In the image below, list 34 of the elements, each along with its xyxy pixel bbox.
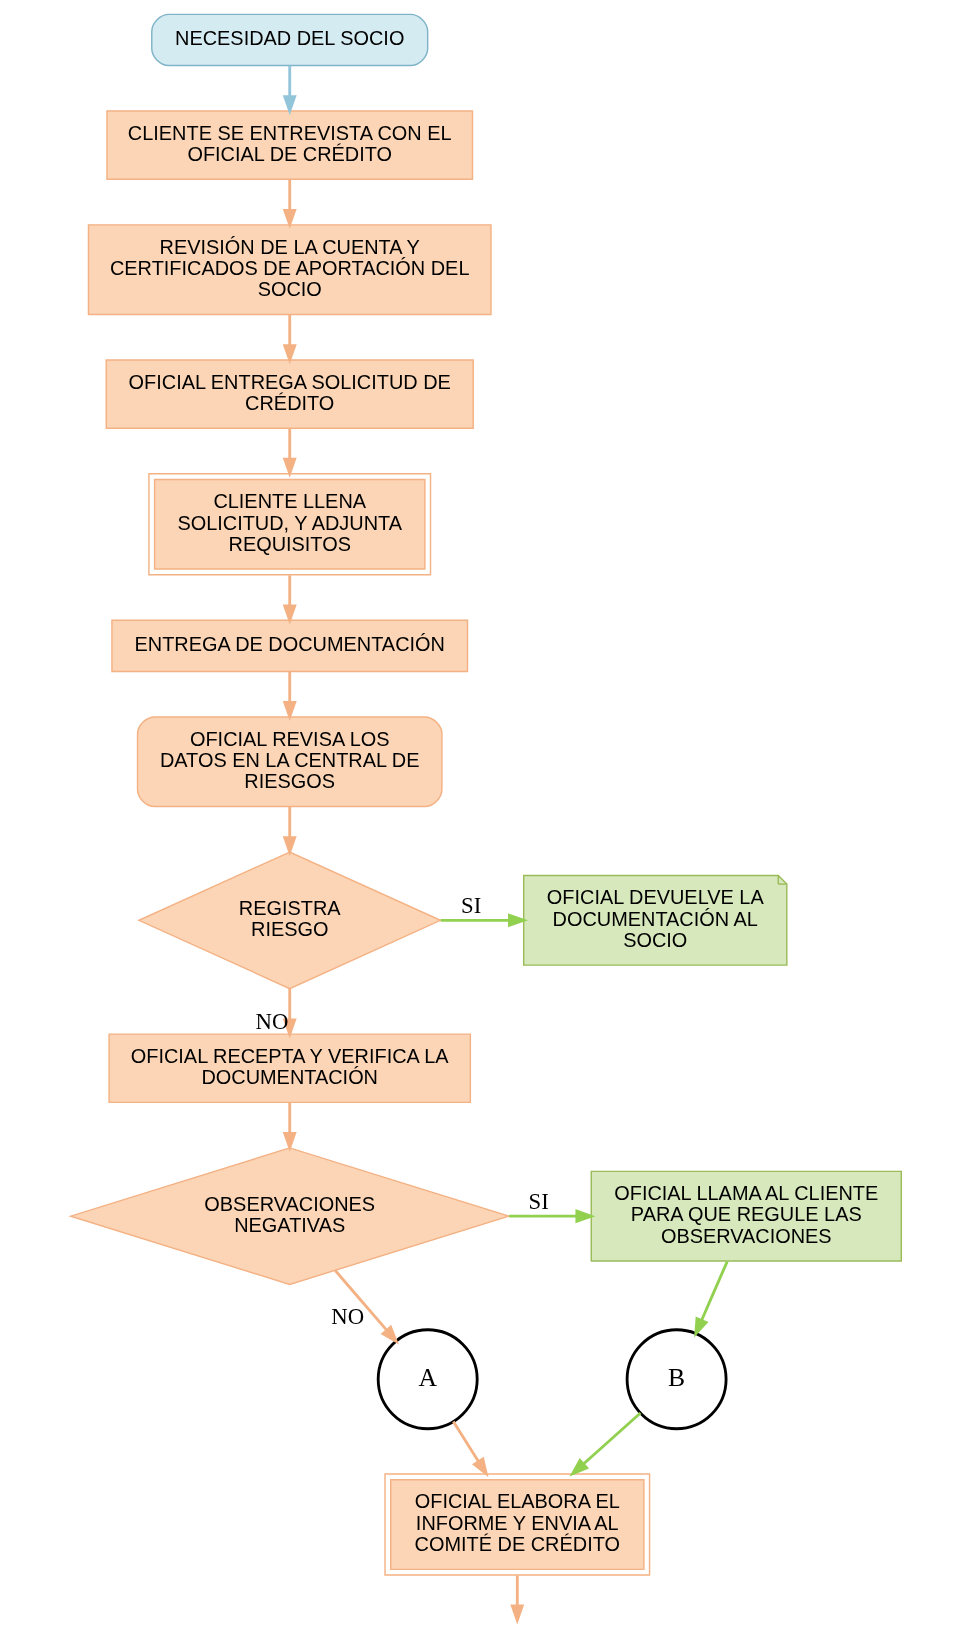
arrow (440, 913, 528, 928)
arrow (282, 314, 297, 365)
arrow (282, 428, 297, 478)
node-diamond: REGISTRA RIESGO (136, 851, 442, 990)
node-box: OFICIAL RECEPTA Y VERIFICA LA DOCUMENTACIÓN (107, 1033, 471, 1104)
arrow (333, 1269, 399, 1345)
arrow (282, 179, 297, 229)
arrow (693, 1260, 729, 1338)
node-box: CLIENTE SE ENTREVISTA CON EL OFICIAL DE CRÉDITO (105, 110, 473, 181)
node-box: OFICIAL REVISA LOS DATOS EN LA CENTRAL DE RIESGOS (136, 716, 443, 808)
arrow (282, 1102, 297, 1152)
arrow (282, 671, 297, 721)
node-circle: B (625, 1328, 727, 1431)
arrow (568, 1411, 641, 1477)
edge-label: SI (528, 1188, 549, 1214)
node-box: REVISIÓN DE LA CUENTA Y CERTIFICADOS DE APORTACIÓN DEL SOCIO (87, 224, 492, 316)
arrow (282, 988, 297, 1039)
arrow (282, 575, 297, 625)
edge-label: NO (330, 1303, 364, 1329)
arrow (282, 65, 297, 116)
node-box: OFICIAL LLAMA AL CLIENTE PARA QUE REGULE LAS OBSERVACIONES (590, 1170, 902, 1262)
arrow (508, 1209, 595, 1224)
arrow (451, 1420, 488, 1478)
node-box: ENTREGA DE DOCUMENTACIÓN (110, 619, 468, 673)
node-box: OFICIAL ENTREGA SOLICITUD DE CRÉDITO (105, 359, 474, 429)
node-diamond: OBSERVACIONES NEGATIVAS (67, 1147, 511, 1286)
node-box: NECESIDAD DEL SOCIO (150, 13, 428, 67)
node-box: CLIENTE LLENA SOLICITUD, Y ADJUNTA REQUISITOS (147, 473, 431, 576)
edge-label: NO (255, 1009, 288, 1035)
node-box: OFICIAL ELABORA EL INFORME Y ENVIA AL COMITÉ DE CRÉDITO (383, 1473, 650, 1576)
arrow (509, 1575, 524, 1625)
node-circle: A (376, 1328, 479, 1431)
edge-label: SI (460, 892, 481, 918)
arrow (282, 806, 297, 857)
